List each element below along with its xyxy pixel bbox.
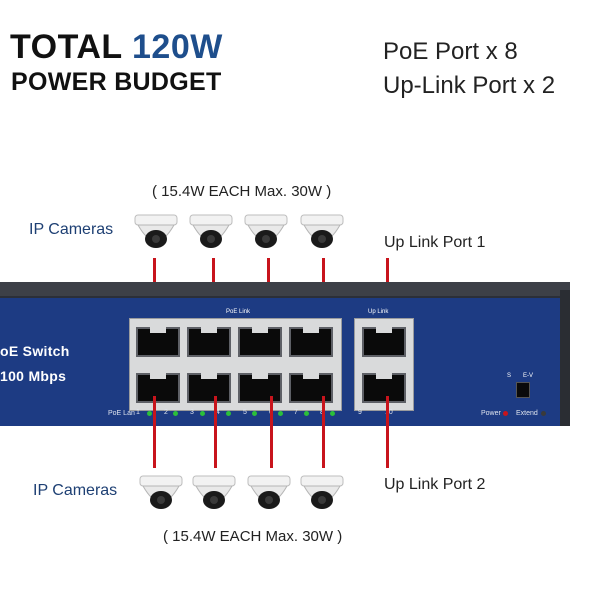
uplink-port-2-label: Up Link Port 2 <box>384 476 486 493</box>
cable-line <box>153 396 156 468</box>
status-led <box>147 411 152 416</box>
poe-lan-label: PoE Lan <box>108 410 135 417</box>
spec-poe-ports: PoE Port x 8 <box>383 38 518 65</box>
ip-cameras-label-bottom: IP Cameras <box>33 482 118 499</box>
dome-camera-icon <box>244 214 288 248</box>
status-led <box>200 411 205 416</box>
dome-camera-icon <box>139 475 183 509</box>
port-number: 2 <box>164 409 168 416</box>
uplink-label: Up Link <box>368 309 389 315</box>
poe-port-4[interactable] <box>187 373 231 403</box>
cable-line <box>214 396 217 468</box>
ip-cameras-label-top: IP Cameras <box>29 221 114 238</box>
dome-camera-icon <box>189 214 233 248</box>
poe-port-8[interactable] <box>289 373 333 403</box>
dome-camera-icon <box>134 214 178 248</box>
dome-camera-icon <box>300 214 344 248</box>
port-number: 5 <box>243 409 247 416</box>
status-led <box>278 411 283 416</box>
port-number: 4 <box>216 409 220 416</box>
dip-label-s: S <box>507 373 512 379</box>
poe-port-3[interactable] <box>187 327 231 357</box>
poe-port-2[interactable] <box>136 373 180 403</box>
dome-camera-icon <box>300 475 344 509</box>
cable-line <box>270 396 273 468</box>
uplink-port-1-label: Up Link Port 1 <box>384 234 486 251</box>
poe-port-6[interactable] <box>238 373 282 403</box>
cable-line <box>386 396 389 468</box>
power-note-bottom: ( 15.4W EACH Max. 30W ) <box>163 528 343 545</box>
dome-camera-icon <box>192 475 236 509</box>
port-number: 1 <box>136 409 140 416</box>
dip-label-ev: E-V <box>523 373 534 379</box>
uplink-port-block <box>354 318 414 411</box>
extend-led <box>541 411 546 416</box>
title-total-text: TOTAL <box>10 28 123 66</box>
poe-port-7[interactable] <box>289 327 333 357</box>
switch-top-edge <box>0 282 570 296</box>
port-number: 9 <box>358 409 362 416</box>
poe-port-5[interactable] <box>238 327 282 357</box>
status-led <box>304 411 309 416</box>
port-number: 3 <box>190 409 194 416</box>
extend-label: Extend <box>516 410 538 417</box>
switch-brand-line1: oE Switch <box>0 343 70 359</box>
switch-side <box>560 290 570 426</box>
poe-port-1[interactable] <box>136 327 180 357</box>
dip-switch[interactable] <box>516 382 530 398</box>
uplink-port-2[interactable] <box>362 373 406 403</box>
title-watts: 120W <box>132 28 223 66</box>
switch-brand-line2: 100 Mbps <box>0 368 67 384</box>
port-number: 7 <box>294 409 298 416</box>
status-led <box>173 411 178 416</box>
status-led <box>226 411 231 416</box>
cable-line <box>322 396 325 468</box>
poe-port-block <box>129 318 342 411</box>
poe-link-label: PoE Link <box>226 309 251 315</box>
status-led <box>330 411 335 416</box>
title-power-budget: POWER BUDGET <box>11 68 222 96</box>
power-label: Power <box>481 410 501 417</box>
power-led <box>503 411 508 416</box>
power-note-top: ( 15.4W EACH Max. 30W ) <box>152 183 332 200</box>
title-total: TOTAL 120W <box>10 30 223 64</box>
status-led <box>252 411 257 416</box>
uplink-port-1[interactable] <box>362 327 406 357</box>
spec-uplink-ports: Up-Link Port x 2 <box>383 72 556 99</box>
dome-camera-icon <box>247 475 291 509</box>
port-number: 8 <box>320 409 324 416</box>
